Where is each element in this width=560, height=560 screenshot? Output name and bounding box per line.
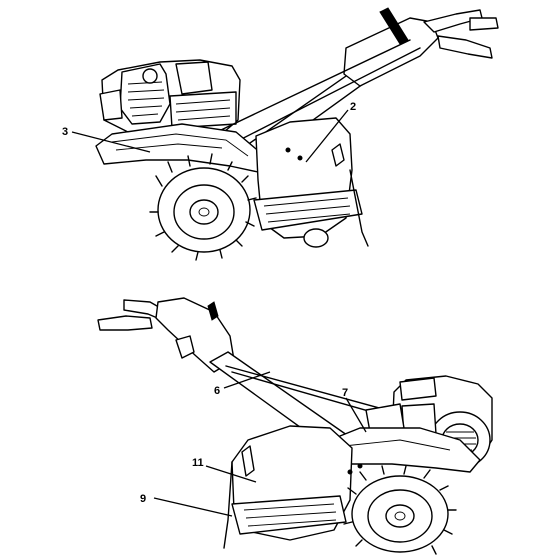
- leader-11: [205, 465, 257, 483]
- leader-6: [223, 371, 271, 389]
- tiller-top-tine-hood: [253, 117, 369, 247]
- callout-labels: 2 3 6 7 9 11: [62, 101, 356, 505]
- callout-9: 9: [140, 493, 146, 505]
- leader-9: [153, 497, 233, 517]
- tiller-top-engine: [99, 59, 241, 137]
- tiller-bottom-tine-hood: [223, 425, 363, 549]
- leader-7: [345, 397, 367, 433]
- tiller-top-fender: [95, 123, 263, 173]
- callout-2: 2: [350, 101, 356, 113]
- callout-6: 6: [214, 385, 220, 397]
- callout-7: 7: [342, 387, 348, 399]
- tiller-top: [95, 7, 499, 261]
- leader-3: [71, 131, 151, 153]
- leader-lines-top: [71, 109, 349, 163]
- tiller-bottom: [97, 297, 493, 555]
- leader-2: [305, 109, 349, 163]
- callout-11: 11: [192, 457, 204, 469]
- leader-lines-bottom: [153, 371, 367, 517]
- tiller-top-wheel: [149, 153, 329, 261]
- tiller-bottom-wheel: [343, 465, 457, 555]
- callout-3: 3: [62, 126, 68, 138]
